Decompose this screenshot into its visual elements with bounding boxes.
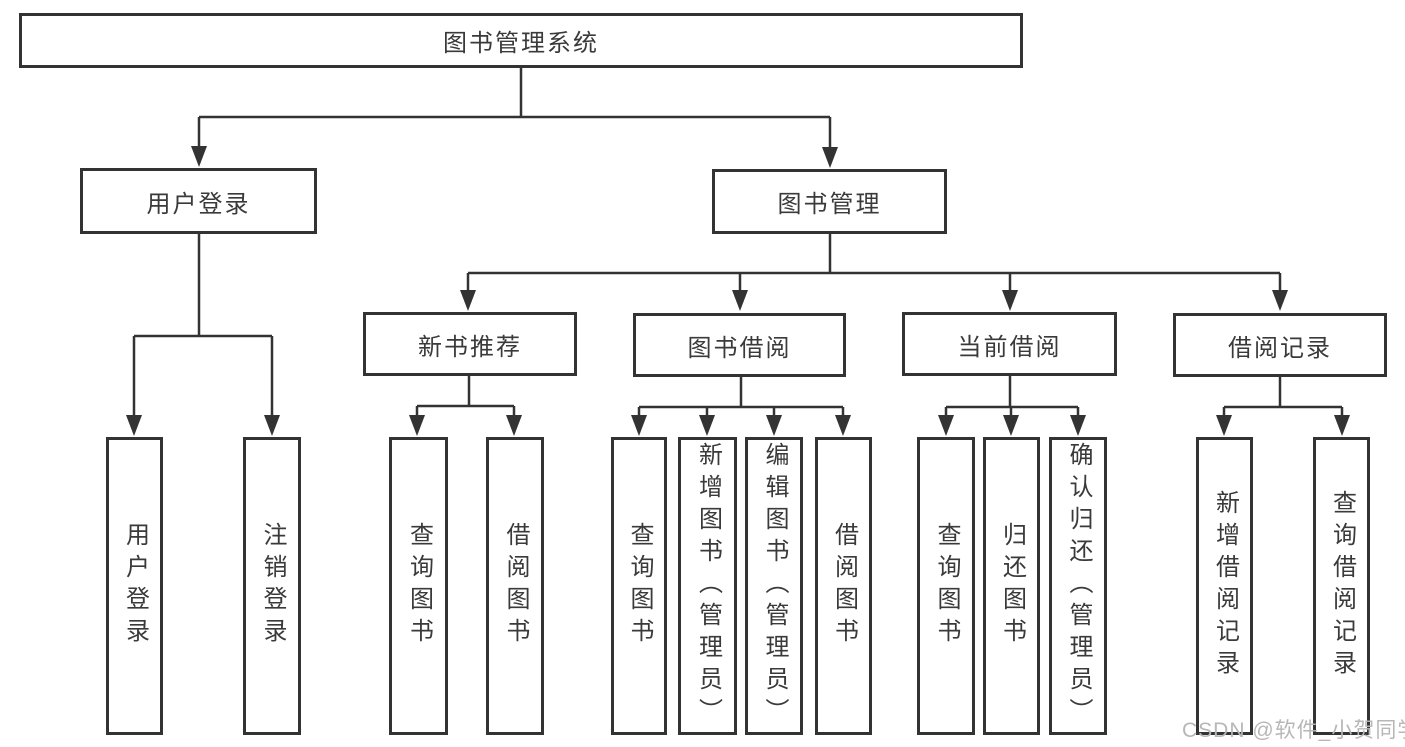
node-book-borrow: 图书借阅 [633,313,846,377]
leaf-return-books-label: 归还图书 [998,522,1026,650]
node-current-borrow: 当前借阅 [902,312,1117,376]
connector-arrowheads [126,146,1350,436]
leaf-return-books: 归还图书 [983,437,1040,735]
leaf-query-books-recommend: 查询图书 [389,437,448,735]
leaf-add-books-admin-label: 新增图书（管理员） [694,442,722,730]
leaf-user-login: 用户登录 [106,437,163,735]
leaf-query-books-borrow-label: 查询图书 [626,522,653,650]
node-user-login-label: 用户登录 [146,190,251,218]
node-library-management-system: 图书管理系统 [19,13,1023,68]
node-user-login: 用户登录 [80,168,317,234]
leaf-edit-books-admin: 编辑图书（管理员） [745,437,803,735]
leaf-borrow-books-label: 借阅图书 [830,522,858,650]
leaf-add-borrow-record: 新增借阅记录 [1196,437,1253,735]
leaf-add-books-admin: 新增图书（管理员） [678,437,737,735]
leaf-query-books-current: 查询图书 [917,437,975,735]
node-current-borrow-label: 当前借阅 [957,333,1062,361]
leaf-confirm-return-admin: 确认归还（管理员） [1049,437,1107,735]
leaf-query-books-recommend-label: 查询图书 [405,522,433,650]
node-book-management-label: 图书管理 [777,191,882,218]
leaf-edit-books-admin-label: 编辑图书（管理员） [761,442,788,730]
node-library-management-system-label: 图书管理系统 [443,30,599,57]
leaf-query-borrow-record-label: 查询借阅记录 [1328,490,1356,682]
node-borrow-records: 借阅记录 [1173,313,1387,377]
node-book-borrow-label: 图书借阅 [687,334,792,362]
leaf-borrow-books: 借阅图书 [815,437,872,735]
node-new-book-recommend-label: 新书推荐 [418,333,522,361]
node-new-book-recommend: 新书推荐 [363,312,577,376]
leaf-logout-label: 注销登录 [259,522,286,650]
leaf-confirm-return-admin-label: 确认归还（管理员） [1065,442,1092,730]
leaf-query-books-borrow: 查询图书 [611,437,667,735]
leaf-user-login-label: 用户登录 [121,522,149,650]
leaf-add-borrow-record-label: 新增借阅记录 [1211,490,1239,682]
node-borrow-records-label: 借阅记录 [1228,334,1332,362]
connector-segments [132,68,1344,417]
leaf-query-books-current-label: 查询图书 [933,522,960,650]
leaf-query-borrow-record: 查询借阅记录 [1313,437,1370,735]
leaf-logout: 注销登录 [243,437,301,735]
csdn-watermark: CSDN @软件_小贺同学 [1182,719,1405,742]
node-book-management: 图书管理 [712,169,947,234]
leaf-borrow-books-recommend-label: 借阅图书 [502,522,529,650]
leaf-borrow-books-recommend: 借阅图书 [486,437,544,735]
